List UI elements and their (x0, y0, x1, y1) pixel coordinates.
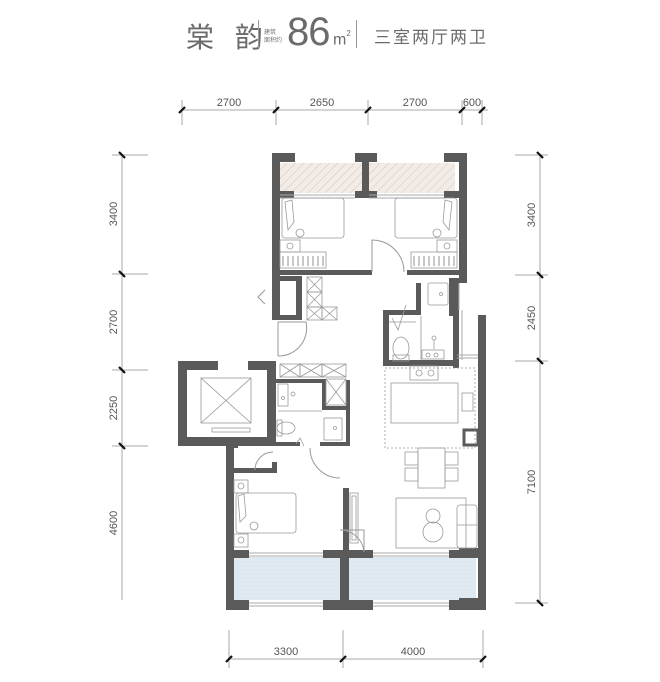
header-divider (356, 20, 357, 48)
bay-window-north-east (369, 163, 455, 193)
elevator-shaft (200, 377, 252, 433)
project-name: 棠 韵 (186, 21, 269, 54)
area-unit: m2 (333, 29, 351, 49)
dimension-bottom-labels: 3300 4000 (274, 646, 425, 658)
svg-text:2700: 2700 (108, 310, 120, 334)
living-room-furniture (395, 497, 478, 549)
area-label-line2: 面积约 (264, 37, 283, 44)
bathroom-east-fixtures (389, 282, 449, 362)
balcony-south-west (233, 557, 340, 600)
bathroom-west-fixtures (276, 383, 343, 447)
svg-text:3400: 3400 (108, 202, 120, 226)
balcony-south-east (348, 557, 476, 600)
dimension-right (515, 151, 548, 607)
area-label-line1: 建筑 (264, 29, 277, 36)
layout-type: 三室两厅两卫 (374, 28, 488, 48)
svg-text:7100: 7100 (526, 470, 538, 494)
bedroom-south-west-furniture (233, 479, 359, 548)
kitchen-fixtures (384, 365, 476, 449)
bay-window-north-west (279, 163, 363, 193)
svg-text:2700: 2700 (403, 97, 427, 109)
bedroom-north-west-furniture (279, 197, 345, 269)
dimension-left (112, 151, 148, 600)
dimension-right-labels: 3400 2450 7100 (526, 203, 538, 494)
cabinets (279, 276, 347, 406)
dimension-top (178, 100, 488, 125)
svg-text:2450: 2450 (526, 306, 538, 330)
area-label: 建筑 面积约 (264, 29, 286, 45)
svg-text:2650: 2650 (310, 97, 334, 109)
header-divider (258, 20, 259, 48)
svg-text:3400: 3400 (526, 203, 538, 227)
bedroom-north-east-furniture (394, 197, 458, 269)
dimension-left-labels: 3400 2700 2250 4600 (108, 202, 120, 535)
doors (254, 239, 405, 553)
svg-text:600: 600 (463, 97, 481, 109)
plan-header: 棠 韵 建筑 面积约 86 m2 三室两厅两卫 (0, 10, 660, 54)
svg-text:2250: 2250 (108, 396, 120, 420)
svg-text:2700: 2700 (217, 97, 241, 109)
svg-text:4600: 4600 (108, 511, 120, 535)
walls (178, 153, 486, 610)
windows (249, 194, 478, 607)
svg-text:4000: 4000 (401, 646, 425, 658)
dimension-bottom (225, 630, 487, 668)
svg-text:3300: 3300 (274, 646, 298, 658)
area-value: 86 (287, 10, 330, 54)
dimension-top-labels: 2700 2650 2700 600 (217, 97, 481, 109)
dining-table (404, 447, 459, 489)
